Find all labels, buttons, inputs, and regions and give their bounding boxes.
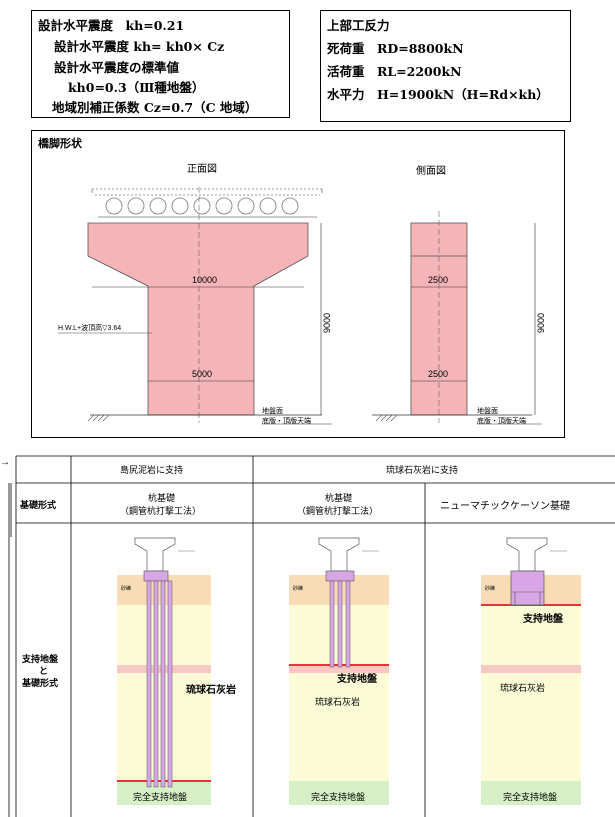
layer-small-label-2: 砂礫 [293, 585, 303, 592]
soil-profile-col1 [117, 537, 211, 805]
support-label-3: 支持地盤 [522, 612, 564, 625]
form3-label: ニューマチックケーソン基礎 [440, 499, 570, 512]
form1-line1: 杭基礎 [148, 492, 175, 503]
pier-shape-drawing: 橋脚形状 正面図 側面図 10000 5000 9000 H.W.L+波頂高▽3… [38, 136, 546, 425]
reaction-dead-load: 死荷重 RD=8800kN [327, 41, 464, 56]
ground-label-side: 地盤面 [477, 406, 498, 415]
limestone-label-2: 琉球石灰岩 [315, 696, 360, 707]
side-view-label: 側面図 [416, 164, 446, 177]
water-level-label: H.W.L+波頂高▽3.64 [58, 323, 121, 332]
dim-side-bottom: 2500 [428, 369, 448, 379]
reaction-live-load: 活荷重 RL=2200kN [327, 64, 462, 79]
ground-label-front: 地盤面 [262, 406, 283, 415]
row-label-support-1: 支持地盤 [21, 653, 59, 664]
row-label-support-2: と [39, 666, 48, 676]
dim-top-width: 10000 [192, 275, 217, 285]
foundation-comparison-table: → 島尻泥岩に支持 琉球石灰岩に支持 基礎形式 杭基礎 （鋼管杭打撃工法） 杭基… [0, 455, 615, 817]
seismic-line-2: 設計水平震度 kh= kh0× Cz [54, 39, 225, 54]
pier-shape-title: 橋脚形状 [38, 136, 83, 150]
full-support-label-2: 完全支持地盤 [311, 791, 365, 802]
form2-line1: 杭基礎 [325, 492, 352, 503]
reaction-horizontal-force: 水平力 H=1900kN（H=Rd×kh） [327, 87, 549, 102]
table-marker-arrow: → [0, 457, 10, 468]
soil-profile-col3 [481, 537, 581, 805]
seismic-line-4: kh0=0.3（Ⅲ種地盤） [68, 80, 205, 95]
dim-height-front: 9000 [322, 313, 332, 333]
col-header-shimajiri: 島尻泥岩に支持 [120, 464, 183, 475]
reaction-title: 上部工反力 [327, 18, 390, 33]
support-label-2: 支持地盤 [336, 672, 378, 685]
footing-label-side: 底版・頂版天端 [477, 416, 526, 425]
dim-height-side: 9000 [536, 313, 546, 333]
layer-small-label-3: 砂礫 [485, 585, 495, 592]
seismic-line-3: 設計水平震度の標準値 [54, 60, 180, 75]
pier-shape-panel: 橋脚形状 正面図 側面図 10000 5000 9000 H.W.L+波頂高▽3… [31, 130, 565, 438]
full-support-label-1: 完全支持地盤 [133, 791, 187, 802]
seismic-line-1: 設計水平震度 kh=0.21 [38, 18, 185, 33]
soil-profile-col2 [289, 537, 389, 805]
layer-small-label-1: 砂礫 [121, 585, 131, 592]
form1-line2: （鋼管杭打撃工法） [120, 505, 201, 516]
row-label-support-3: 基礎形式 [21, 677, 58, 688]
superstructure-girder [91, 188, 323, 218]
limestone-label-1: 琉球石灰岩 [186, 683, 236, 696]
dim-side-top: 2500 [428, 275, 448, 285]
limestone-label-3: 琉球石灰岩 [500, 682, 545, 693]
superstructure-reaction-box: 上部工反力 死荷重 RD=8800kN 活荷重 RL=2200kN 水平力 H=… [320, 10, 571, 122]
dim-bottom-width: 5000 [192, 369, 212, 379]
footing-label-front: 底版・頂版天端 [262, 416, 311, 425]
seismic-coefficient-box: 設計水平震度 kh=0.21 設計水平震度 kh= kh0× Cz 設計水平震度… [31, 10, 290, 118]
full-support-label-3: 完全支持地盤 [503, 791, 557, 802]
row-label-foundation-form: 基礎形式 [19, 499, 56, 510]
front-view-label: 正面図 [187, 163, 217, 175]
col-header-ryukyu: 琉球石灰岩に支持 [386, 464, 458, 475]
front-pier-body [87, 222, 309, 416]
seismic-line-5: 地域別補正係数 Cz=0.7（C 地域） [52, 100, 258, 115]
form2-line2: （鋼管杭打撃工法） [297, 505, 378, 516]
